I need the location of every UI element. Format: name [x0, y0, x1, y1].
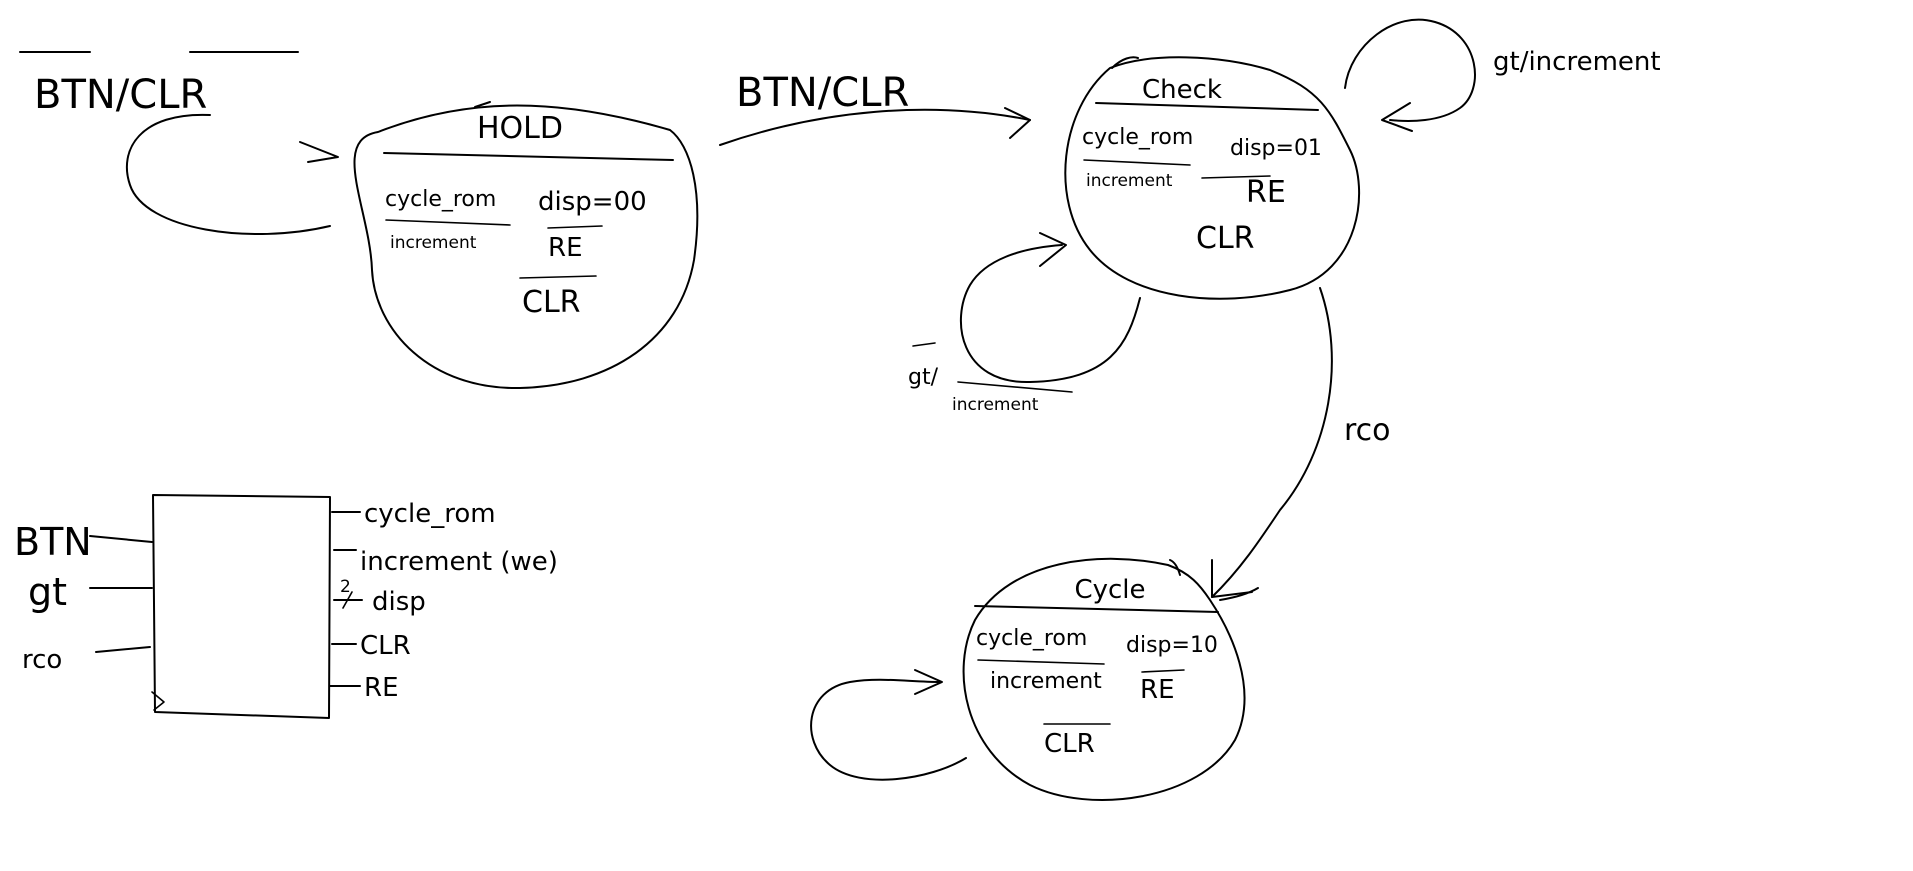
- block-output-clr: CLR: [360, 631, 411, 661]
- cycle-output-increment: increment: [990, 669, 1102, 694]
- cycle-state: Cycle cycle_rom increment disp=10 RE CLR: [962, 557, 1259, 801]
- cycle-output-clr: CLR: [1044, 729, 1095, 759]
- hold-output-disp: disp=00: [538, 187, 647, 217]
- hold-state-name: HOLD: [477, 111, 563, 146]
- hold-self-loop: BTN/CLR: [19, 51, 339, 235]
- block-input-gt: gt: [28, 570, 67, 614]
- check-output-clr: CLR: [1196, 221, 1255, 256]
- hold-output-clr: CLR: [522, 285, 581, 320]
- fsm-block: BTN gt rco cycle_rom increment (we) 2 di…: [14, 494, 558, 719]
- check-top-self-loop: gt/increment: [1344, 18, 1661, 132]
- hold-to-check-transition: BTN/CLR: [719, 70, 1031, 146]
- cycle-output-re: RE: [1140, 675, 1175, 705]
- check-bottom-loop-condition: gt/: [908, 365, 939, 390]
- hold-output-re: RE: [548, 233, 583, 263]
- cycle-output-cycle-rom: cycle_rom: [976, 626, 1087, 651]
- check-to-cycle-transition: rco: [1211, 287, 1391, 598]
- check-output-disp: disp=01: [1230, 136, 1322, 161]
- hold-self-loop-label: BTN/CLR: [34, 72, 207, 118]
- block-output-re: RE: [364, 673, 399, 703]
- hold-to-check-label: BTN/CLR: [736, 70, 909, 116]
- hold-output-increment: increment: [390, 233, 477, 253]
- check-output-cycle-rom: cycle_rom: [1082, 125, 1193, 150]
- check-output-re: RE: [1246, 175, 1286, 210]
- block-output-increment: increment (we): [360, 547, 558, 577]
- cycle-state-name: Cycle: [1074, 575, 1145, 605]
- hold-state: HOLD cycle_rom increment disp=00 RE CLR: [353, 101, 699, 390]
- check-top-loop-label: gt/increment: [1493, 47, 1661, 77]
- check-state: Check cycle_rom increment disp=01 RE CLR: [1064, 56, 1361, 300]
- hold-output-cycle-rom: cycle_rom: [385, 187, 496, 212]
- cycle-output-disp: disp=10: [1126, 633, 1218, 658]
- check-bottom-loop-output: increment: [952, 395, 1039, 415]
- block-input-rco: rco: [22, 645, 62, 675]
- cycle-self-loop: [810, 669, 967, 781]
- check-state-name: Check: [1142, 75, 1222, 105]
- block-disp-bus-width: 2: [340, 577, 351, 597]
- check-bottom-self-loop: gt/ increment: [908, 232, 1141, 415]
- check-output-increment: increment: [1086, 171, 1173, 191]
- check-to-cycle-label: rco: [1344, 413, 1391, 448]
- block-input-btn: BTN: [14, 520, 92, 564]
- block-output-cycle-rom: cycle_rom: [364, 499, 496, 529]
- block-output-disp: disp: [372, 587, 426, 617]
